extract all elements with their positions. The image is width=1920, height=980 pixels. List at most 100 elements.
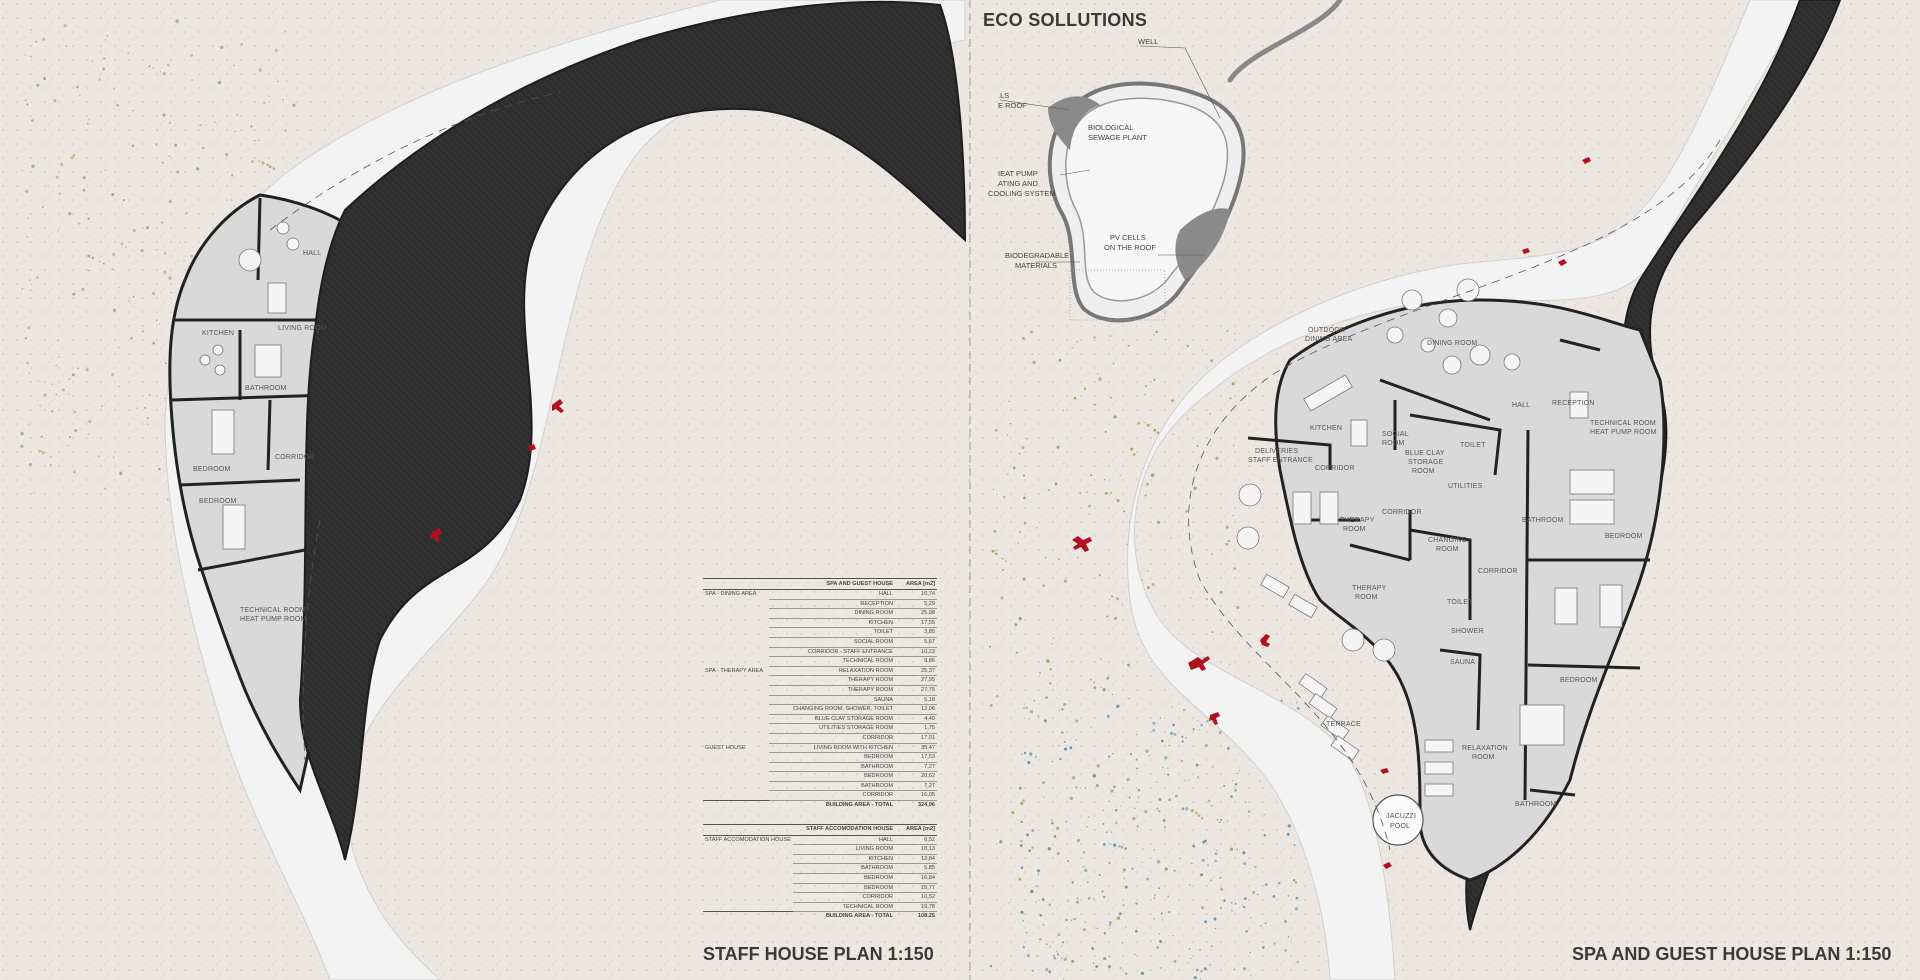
staff-label-corridor: CORRIDOR — [275, 454, 315, 461]
speckle — [82, 188, 86, 192]
speckle — [1023, 521, 1027, 525]
speckle — [1003, 495, 1006, 499]
speckle — [1045, 967, 1049, 972]
speckle — [1028, 718, 1030, 720]
speckle — [1020, 866, 1024, 869]
speckle — [1056, 852, 1060, 855]
speckle — [1071, 882, 1074, 884]
speckle — [1207, 799, 1211, 803]
speckle — [61, 388, 65, 392]
speckle — [1136, 767, 1139, 770]
speckle — [1043, 719, 1047, 723]
speckle — [1035, 901, 1037, 903]
speckle — [1030, 710, 1034, 714]
speckle — [225, 153, 229, 157]
speckle — [1123, 510, 1126, 513]
speckle — [1254, 865, 1257, 869]
speckle — [1131, 867, 1134, 870]
speckle — [1069, 746, 1073, 750]
speckle — [146, 416, 150, 420]
person-figure — [430, 528, 442, 542]
speckle — [1098, 574, 1102, 577]
schedule-room-area: 10,23 — [897, 647, 937, 658]
speckle — [1050, 819, 1053, 822]
speckle — [1051, 643, 1053, 645]
speckle — [1017, 542, 1019, 545]
staff-label-bathroom: BATHROOM — [245, 385, 287, 392]
speckle — [1198, 729, 1201, 731]
speckle — [130, 336, 133, 340]
speckle — [1048, 681, 1052, 685]
speckle — [118, 385, 120, 388]
staff-house-plan: HALL KITCHEN LIVING ROOM BATHROOM CORRID… — [164, 0, 967, 980]
eco-label-roof-2: E ROOF — [998, 101, 1027, 110]
speckle — [1144, 385, 1148, 388]
schedule-group-cell — [703, 628, 769, 638]
speckle — [1264, 813, 1266, 816]
speckle — [1057, 933, 1061, 936]
speckle — [68, 378, 71, 381]
speckle — [217, 81, 222, 85]
person-figure — [1383, 862, 1392, 869]
schedule-room-area: 17,01 — [897, 733, 937, 744]
spa-label-corridor-2: CORRIDOR — [1382, 509, 1422, 516]
speckle — [86, 122, 89, 125]
speckle — [74, 429, 77, 432]
speckle — [1225, 525, 1229, 529]
speckle — [118, 286, 120, 288]
speckle — [1152, 729, 1156, 732]
speckle — [1065, 820, 1068, 823]
speckle — [1225, 542, 1229, 546]
speckle — [122, 198, 125, 202]
schedule-room-area: 12,84 — [897, 854, 937, 865]
speckle — [1052, 637, 1055, 639]
speckle — [1172, 732, 1175, 735]
person-figure — [1558, 259, 1567, 266]
staff-label-bedroom-1: BEDROOM — [193, 466, 231, 473]
speckle — [1188, 779, 1190, 781]
speckle — [26, 103, 29, 106]
spa-dashed-path — [1188, 139, 1721, 851]
speckle — [1031, 969, 1034, 972]
spa-label-dining: DINING ROOM — [1427, 340, 1477, 347]
speckle — [1189, 884, 1191, 886]
speckle — [263, 101, 266, 105]
speckle — [1056, 951, 1058, 953]
speckle — [132, 109, 134, 112]
schedule-room-name: KITCHEN — [769, 618, 897, 629]
speckle — [1049, 667, 1052, 671]
speckle — [1296, 707, 1300, 710]
speckle — [284, 30, 287, 33]
schedule-group-cell: GUEST HOUSE — [705, 744, 746, 751]
speckle — [1095, 784, 1099, 787]
speckle — [1197, 776, 1200, 779]
speckle — [1197, 814, 1201, 818]
speckle — [168, 155, 171, 157]
spa-label-hall: HALL — [1512, 402, 1530, 409]
speckle — [274, 48, 278, 52]
speckle — [993, 530, 997, 533]
speckle — [1170, 537, 1172, 539]
speckle — [1093, 336, 1096, 339]
speckle — [1230, 901, 1233, 904]
schedule-room-area: 1,75 — [897, 723, 937, 734]
speckle — [1084, 921, 1087, 924]
speckle — [1243, 862, 1247, 866]
speckle — [1029, 752, 1033, 756]
speckle — [63, 24, 67, 28]
speckle — [1103, 478, 1106, 481]
speckle — [189, 254, 193, 258]
speckle — [87, 217, 90, 221]
speckle — [1061, 708, 1064, 711]
speckle — [1056, 953, 1060, 956]
speckle — [1248, 810, 1251, 813]
speckle — [1181, 740, 1184, 743]
speckle — [1043, 796, 1045, 798]
speckle — [1127, 344, 1130, 347]
speckle — [1001, 568, 1005, 572]
speckle — [88, 269, 91, 272]
schedule-total-label: BUILDING AREA - TOTAL — [769, 800, 897, 810]
